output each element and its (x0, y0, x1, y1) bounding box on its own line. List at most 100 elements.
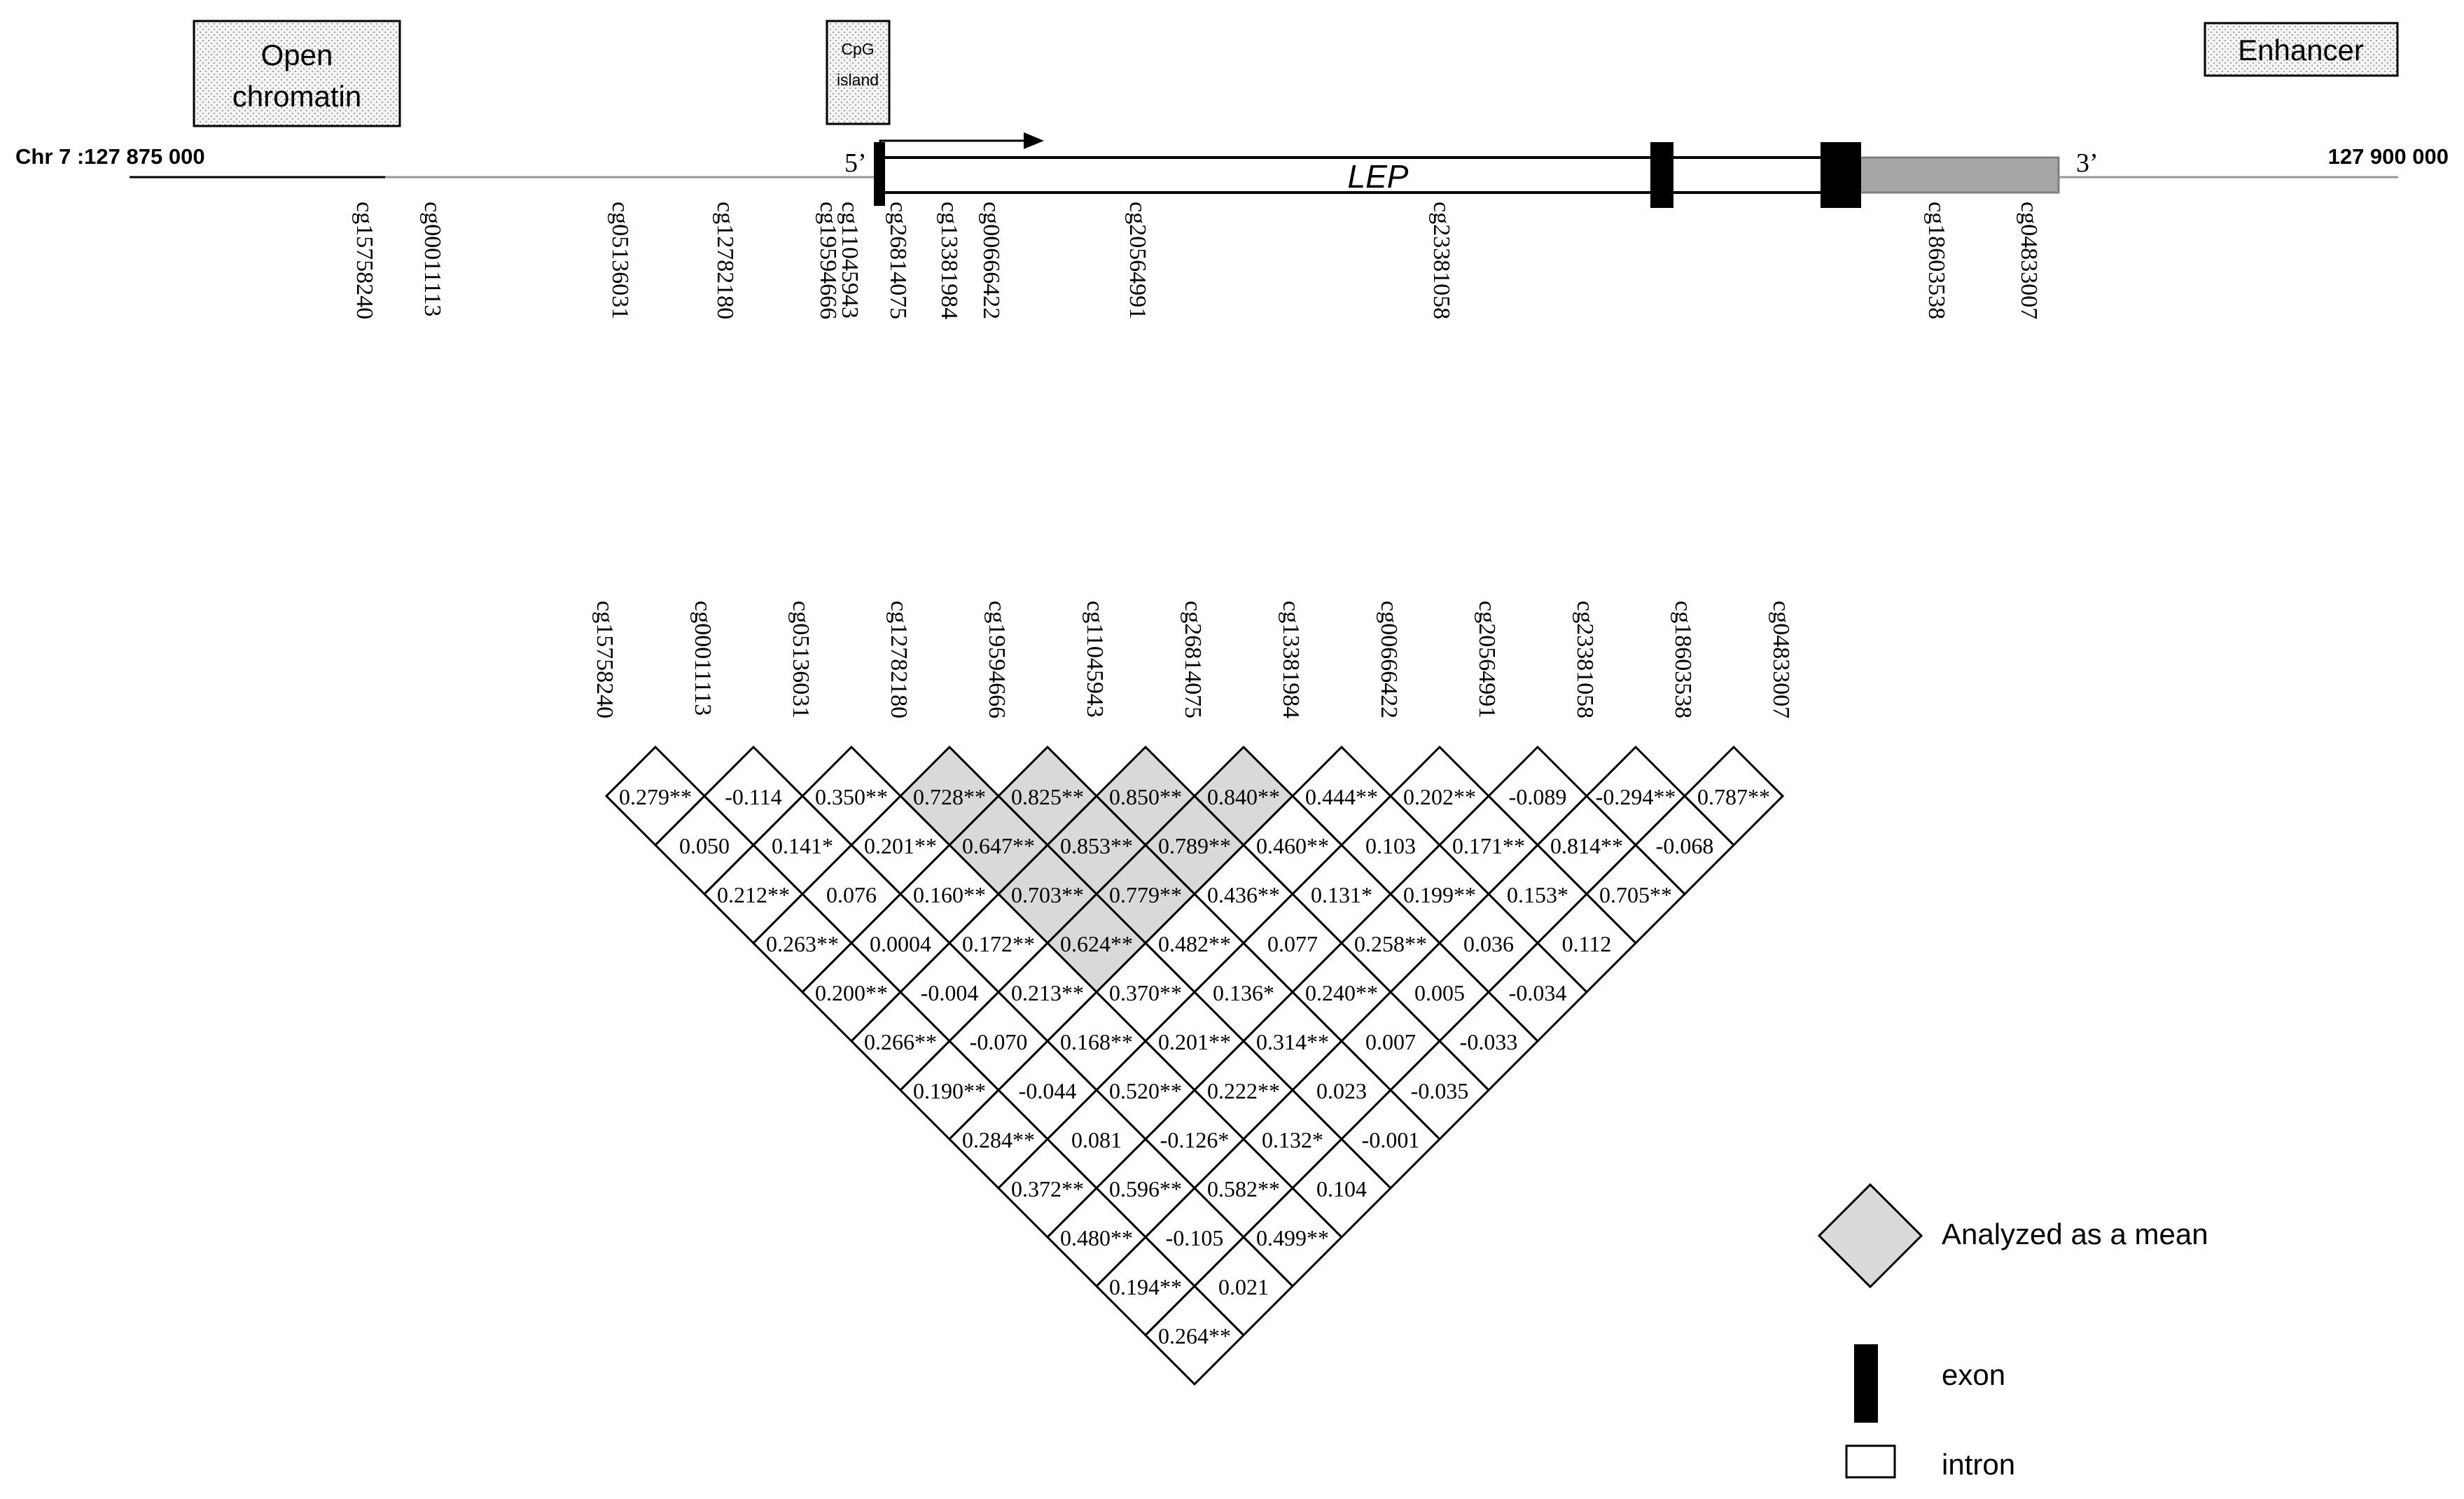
legend-exon-swatch (1854, 1344, 1878, 1423)
matrix-cell-value: 0.076 (826, 882, 877, 907)
matrix-cell-value: 0.103 (1365, 833, 1416, 858)
open-chromatin-box: Open chromatin (193, 20, 401, 127)
open-chromatin-label-line2: chromatin (232, 80, 361, 113)
matrix-cell-value: 0.153* (1507, 882, 1568, 907)
gene-map-probe-label: cg12782180 (712, 202, 738, 319)
matrix-cell-value: 0.647** (962, 833, 1035, 858)
matrix-cell-value: 0.263** (766, 931, 839, 956)
exon-3 (1821, 142, 1861, 208)
matrix-cell-value: 0.266** (864, 1029, 937, 1054)
matrix-cell-value: 0.314** (1256, 1029, 1329, 1054)
matrix-cell-value: 0.520** (1109, 1078, 1182, 1103)
gene-map-probe-label: cg05136031 (607, 202, 633, 319)
gene-map-probe-label: cg26814075 (885, 202, 911, 319)
utr-3prime (1858, 156, 2060, 194)
matrix-cell-value: 0.112 (1562, 931, 1612, 956)
gene-body (879, 156, 1861, 194)
matrix-cell-value: 0.202** (1403, 784, 1476, 809)
matrix-cell-value: 0.624** (1060, 931, 1133, 956)
legend-mean-label: Analyzed as a mean (1942, 1218, 2208, 1250)
matrix-cell-value: 0.201** (1158, 1029, 1231, 1054)
matrix-cell-value: -0.034 (1509, 980, 1567, 1005)
matrix-cell-value: 0.444** (1305, 784, 1378, 809)
matrix-cell-value: -0.035 (1411, 1078, 1469, 1103)
matrix-cell-value: 0.0004 (870, 931, 931, 956)
cpg-island-box: CpG island (826, 20, 891, 125)
matrix-probe-header: cg04833007 (1768, 601, 1794, 718)
matrix-cell-value: 0.172** (962, 931, 1035, 956)
matrix-cell-value: 0.212** (717, 882, 790, 907)
matrix-cell-value: -0.294** (1596, 784, 1676, 809)
matrix-cell-value: -0.105 (1166, 1225, 1224, 1250)
legend-intron-label: intron (1942, 1448, 2015, 1481)
matrix-cell-value: 0.460** (1256, 833, 1329, 858)
matrix-cell (1143, 1284, 1246, 1386)
matrix-cell-value: 0.840** (1207, 784, 1280, 809)
matrix-cell-value: 0.023 (1316, 1078, 1367, 1103)
matrix-cell-value: 0.141* (772, 833, 833, 858)
gene-map-probe-label: cg19594666 (815, 202, 841, 319)
enhancer-box: Enhancer (2204, 22, 2399, 77)
legend: Analyzed as a mean exon intron (1817, 1183, 2208, 1481)
five-prime-label: 5’ (844, 148, 867, 178)
matrix-cell-value: 0.436** (1207, 882, 1280, 907)
matrix-probe-header: cg20564991 (1474, 601, 1500, 718)
matrix-cell-value: 0.596** (1109, 1176, 1182, 1201)
matrix-probe-header: cg26814075 (1180, 601, 1206, 718)
matrix-cell-value: 0.201** (864, 833, 937, 858)
cpg-island-label-line2: island (837, 71, 879, 89)
matrix-probe-header: cg05136031 (788, 601, 814, 718)
gene-map-probe-label: cg11045943 (837, 202, 863, 319)
gene-map-probe-label: cg18603538 (1923, 202, 1949, 319)
gene-map: Open chromatin CpG island Enhancer Chr 7… (15, 20, 2449, 319)
matrix-cell-value: 0.779** (1109, 882, 1182, 907)
matrix-cell-value: 0.582** (1207, 1176, 1280, 1201)
matrix-cell-value: 0.005 (1414, 980, 1465, 1005)
matrix-cell-value: 0.258** (1354, 931, 1427, 956)
matrix-cell-value: 0.081 (1071, 1127, 1122, 1152)
cpg-island-label-line1: CpG (841, 40, 874, 58)
matrix-cell-value: 0.131* (1311, 882, 1372, 907)
matrix-cell-value: 0.350** (815, 784, 888, 809)
matrix-cell-value: 0.200** (815, 980, 888, 1005)
matrix-cell-value: 0.482** (1158, 931, 1231, 956)
chr-start-label: Chr 7 :127 875 000 (15, 144, 205, 169)
gene-map-probe-label: cg13381984 (936, 202, 962, 319)
matrix-cell-value: 0.007 (1365, 1029, 1416, 1054)
matrix-cell-value: 0.168** (1060, 1029, 1133, 1054)
matrix-cell-value: 0.850** (1109, 784, 1182, 809)
matrix-cell-value: 0.160** (913, 882, 986, 907)
legend-intron-swatch (1845, 1444, 1896, 1479)
matrix-cell-value: 0.213** (1011, 980, 1084, 1005)
matrix-cell-value: 0.190** (913, 1078, 986, 1103)
matrix-cell-value: -0.126* (1160, 1127, 1230, 1152)
matrix-cell-value: 0.703** (1011, 882, 1084, 907)
gene-map-probe-label: cg00666422 (978, 202, 1004, 319)
matrix-cell-value: 0.264** (1158, 1323, 1231, 1348)
matrix-cell-value: -0.070 (970, 1029, 1028, 1054)
matrix-cell-value: 0.853** (1060, 833, 1133, 858)
matrix-cell-value: 0.480** (1060, 1225, 1133, 1250)
matrix-cell-value: 0.021 (1218, 1274, 1269, 1299)
matrix-cell-value: 0.199** (1403, 882, 1476, 907)
matrix-probe-header: cg11045943 (1082, 601, 1108, 718)
matrix-probe-header: cg00011113 (690, 601, 716, 716)
matrix-cell-value: -0.114 (725, 784, 781, 809)
matrix-probe-header: cg23381058 (1572, 601, 1598, 718)
matrix-cell-value: -0.089 (1509, 784, 1567, 809)
matrix-cell-value: 0.036 (1463, 931, 1514, 956)
enhancer-label: Enhancer (2238, 34, 2364, 67)
matrix-probe-header: cg15758240 (592, 601, 618, 718)
matrix-cell-value: -0.004 (921, 980, 979, 1005)
matrix-cell-value: 0.728** (913, 784, 986, 809)
matrix-cell-value: 0.372** (1011, 1176, 1084, 1201)
matrix-cell-value: 0.284** (962, 1127, 1035, 1152)
matrix-cell-value: 0.104 (1316, 1176, 1367, 1201)
matrix-cell-value: 0.787** (1697, 784, 1770, 809)
